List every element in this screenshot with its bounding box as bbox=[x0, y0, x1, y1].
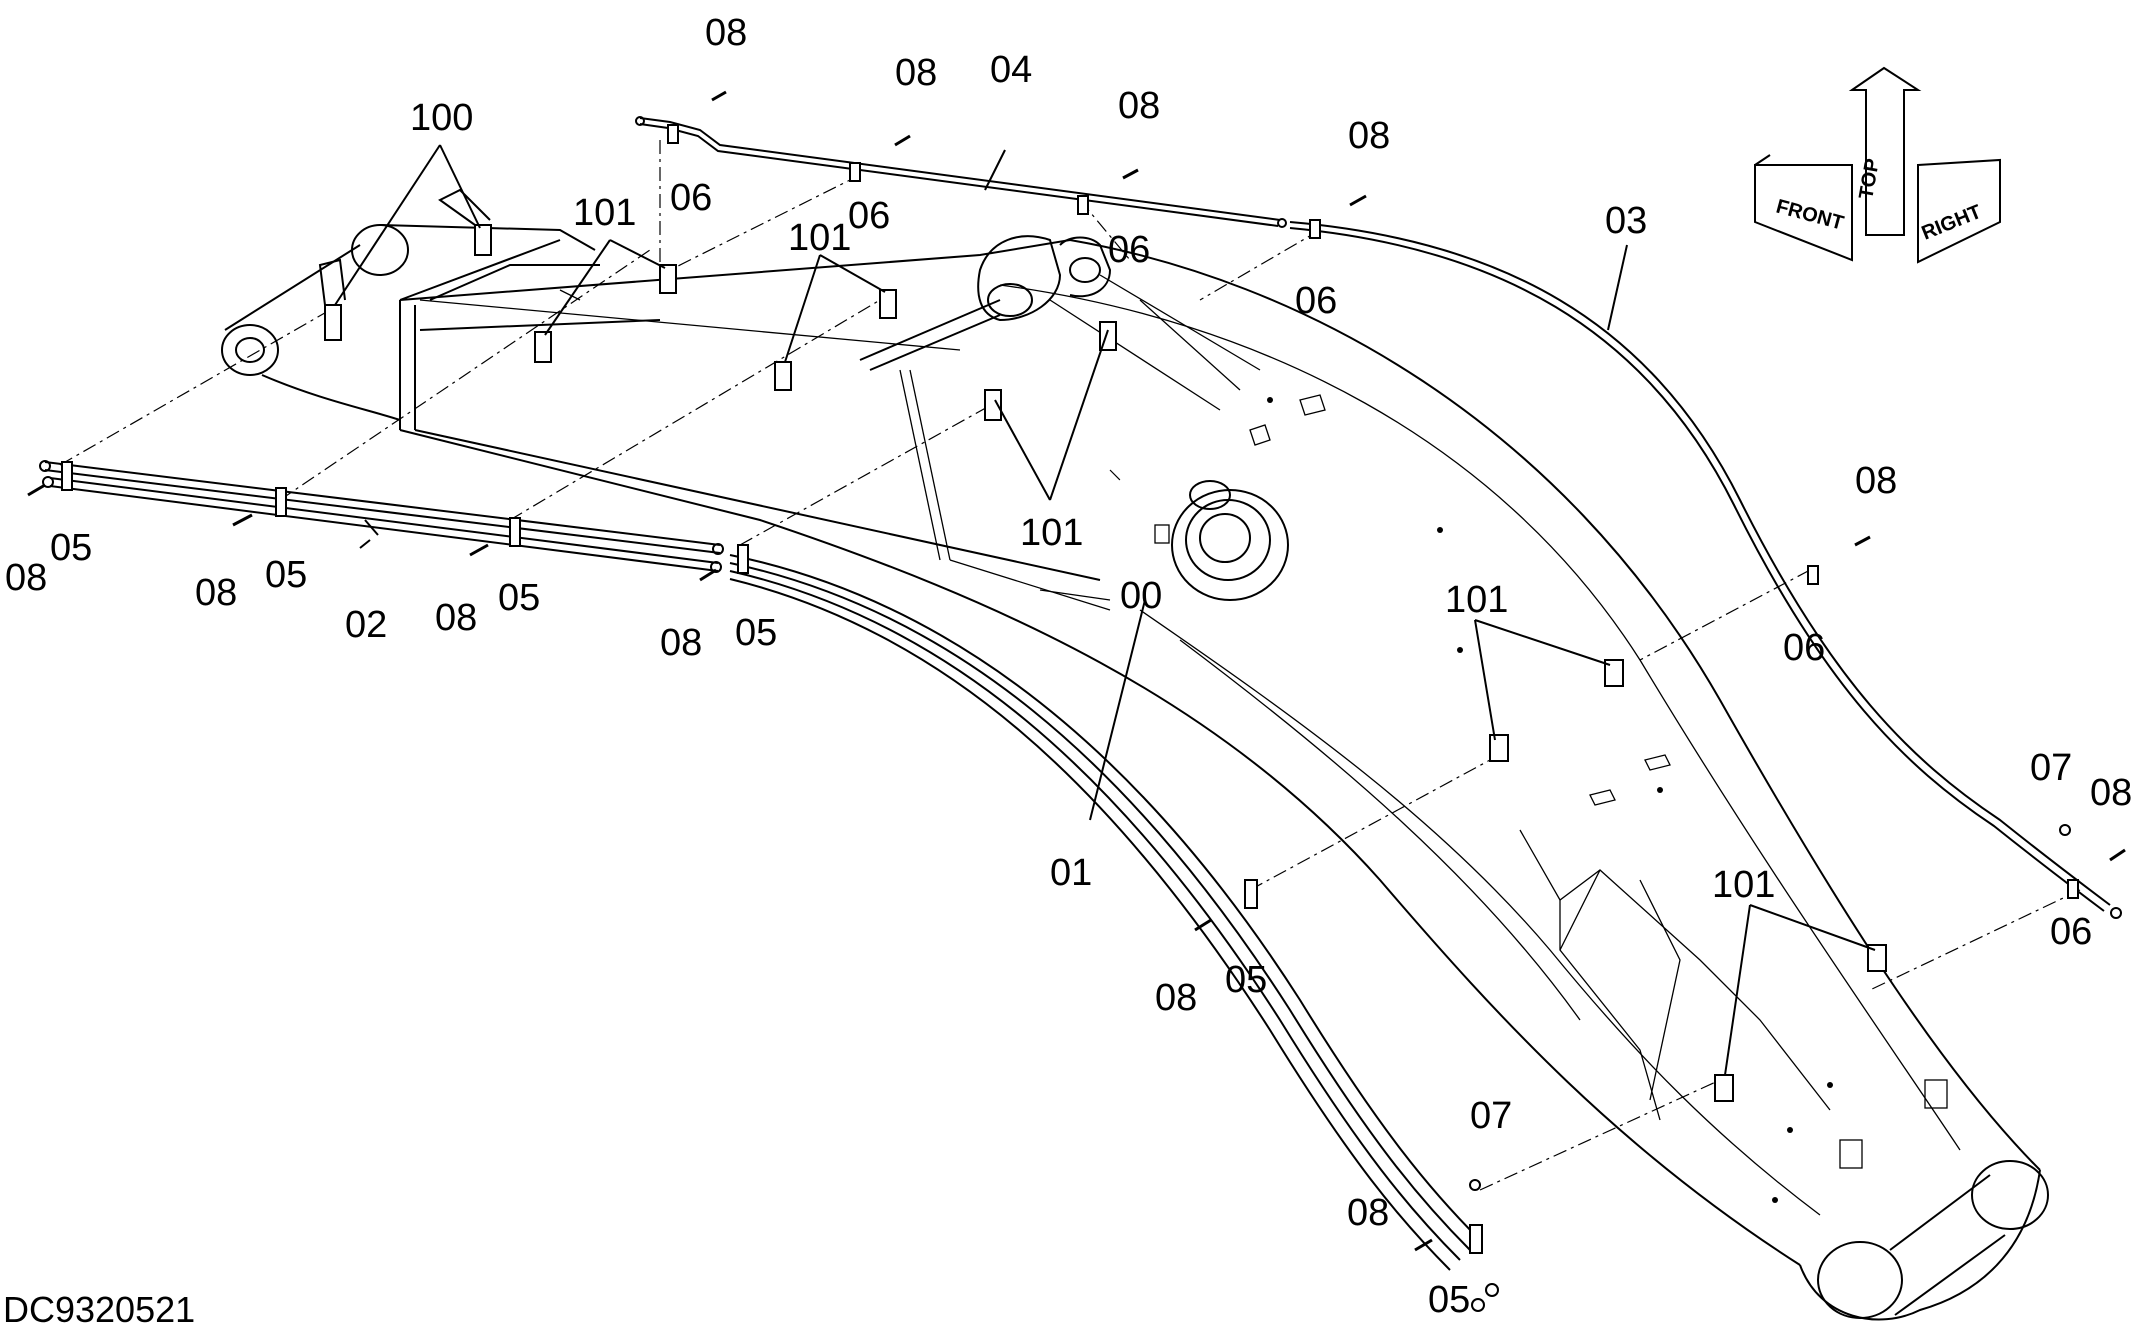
callout-08-left-4: 08 bbox=[660, 622, 702, 664]
callout-08-top-3: 08 bbox=[1118, 85, 1160, 127]
callout-08-top-2: 08 bbox=[895, 52, 937, 94]
clips-05 bbox=[61, 461, 1483, 1254]
callout-101-1: 101 bbox=[573, 192, 636, 234]
orientation-top-label: TOP bbox=[1855, 157, 1884, 201]
pipe-03 bbox=[1289, 221, 2122, 919]
callout-101-3: 101 bbox=[1020, 512, 1083, 554]
center-lines bbox=[59, 140, 2081, 1191]
callout-06-5: 06 bbox=[1783, 627, 1825, 669]
orientation-symbol: FRONT TOP RIGHT bbox=[1754, 66, 2001, 264]
callout-06-2: 06 bbox=[848, 195, 890, 237]
callout-06-1: 06 bbox=[670, 177, 712, 219]
callout-05-left-3: 05 bbox=[498, 577, 540, 619]
callout-08-right-2: 08 bbox=[2090, 772, 2132, 814]
callout-05-left-2: 05 bbox=[265, 554, 307, 596]
callout-08-top-1: 08 bbox=[705, 12, 747, 54]
callout-07-right: 07 bbox=[2030, 747, 2072, 789]
callout-05-left-1: 05 bbox=[50, 527, 92, 569]
callout-101-4: 101 bbox=[1445, 579, 1508, 621]
callout-101-5: 101 bbox=[1712, 864, 1775, 906]
callout-05-mid: 05 bbox=[1225, 959, 1267, 1001]
drawing-number: DC9320521 bbox=[3, 1289, 195, 1330]
callout-05-bottom: 05 bbox=[1428, 1279, 1470, 1321]
brackets bbox=[318, 188, 1887, 1102]
orientation-right-label: RIGHT bbox=[1919, 201, 1985, 245]
callout-08-top-4: 08 bbox=[1348, 115, 1390, 157]
bolts-08 bbox=[27, 90, 2126, 1252]
pipe-01 bbox=[729, 554, 1499, 1312]
boom-foot bbox=[221, 224, 1111, 611]
callout-07-bottom: 07 bbox=[1470, 1095, 1512, 1137]
callout-08-right-1: 08 bbox=[1855, 460, 1897, 502]
callout-08-mid: 08 bbox=[1155, 977, 1197, 1019]
callout-00: 00 bbox=[1120, 575, 1162, 617]
callout-08-bottom: 08 bbox=[1347, 1192, 1389, 1234]
callout-08-left-1: 08 bbox=[5, 557, 47, 599]
callout-06-3: 06 bbox=[1108, 229, 1150, 271]
pipe-04 bbox=[635, 116, 1287, 228]
callout-08-left-3: 08 bbox=[435, 597, 477, 639]
callout-03: 03 bbox=[1605, 200, 1647, 242]
orientation-front-label: FRONT bbox=[1774, 196, 1846, 235]
callout-05-left-4: 05 bbox=[735, 612, 777, 654]
callout-101-2: 101 bbox=[788, 217, 851, 259]
callout-08-left-2: 08 bbox=[195, 572, 237, 614]
callout-labels: 08 08 04 08 08 100 06 06 06 06 101 101 0… bbox=[5, 12, 2132, 1321]
boom-body bbox=[399, 235, 2049, 1321]
leader-lines bbox=[334, 144, 1876, 1076]
callout-100: 100 bbox=[410, 97, 473, 139]
callout-06-6: 06 bbox=[2050, 911, 2092, 953]
clips-06 bbox=[667, 124, 2079, 899]
callout-02: 02 bbox=[345, 604, 387, 646]
callout-01: 01 bbox=[1050, 852, 1092, 894]
callout-04: 04 bbox=[990, 49, 1032, 91]
pipe-02 bbox=[39, 460, 724, 573]
callout-06-4: 06 bbox=[1295, 280, 1337, 322]
